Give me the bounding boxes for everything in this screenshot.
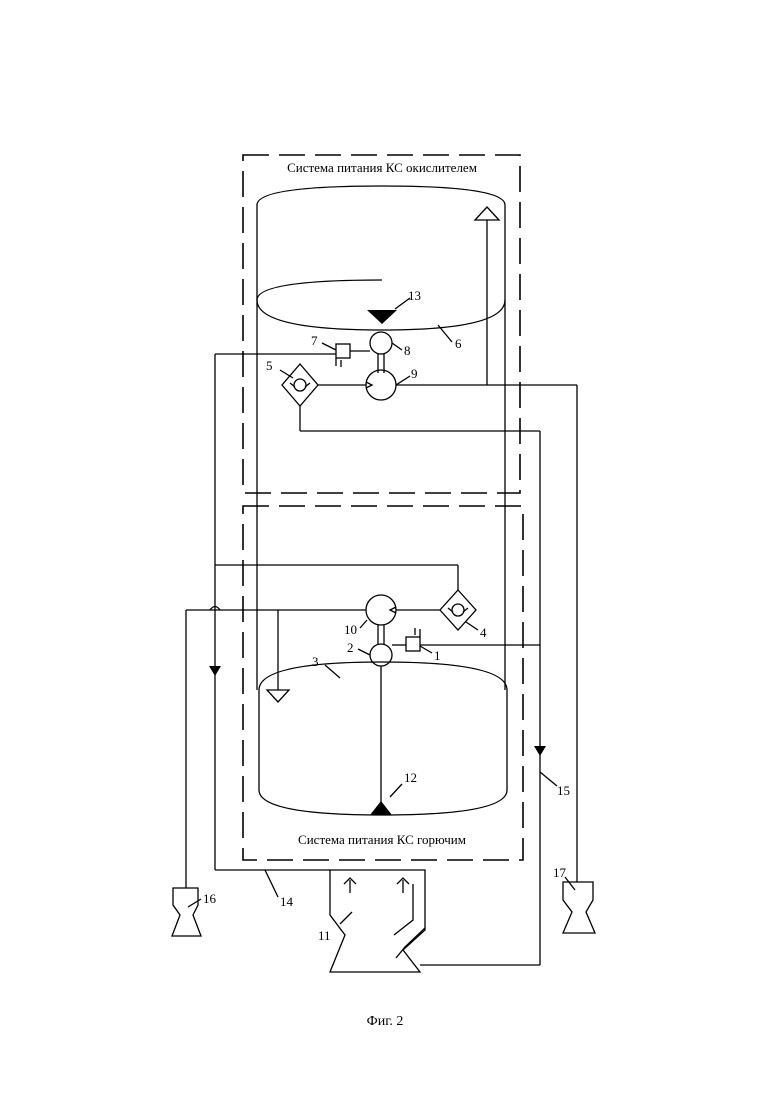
fuel-vent-arrow [267,690,289,702]
oxidizer-tank-lower-dome [257,280,382,300]
label-2: 2 [347,640,354,655]
label-13: 13 [408,288,421,303]
label-15: 15 [557,783,570,798]
label-7: 7 [311,333,318,348]
fuel-outlet-valve-12 [370,801,392,815]
oxidizer-outlet-valve-13 [367,310,397,324]
fuel-booster-pump-2 [370,644,392,666]
label-5: 5 [266,358,273,373]
fuel-tank [259,662,507,815]
figure-caption: Фиг. 2 [367,1014,404,1029]
check-valve-line-15 [534,746,546,756]
oxidizer-system-title: Система питания КС окислителем [287,160,477,175]
label-3: 3 [312,654,319,669]
label-8: 8 [404,343,411,358]
label-1: 1 [434,648,441,663]
oxidizer-booster-pump-8 [370,332,392,354]
label-4: 4 [480,625,487,640]
oxidizer-vent-arrow [475,207,499,220]
label-12: 12 [404,770,417,785]
fuel-system-title: Система питания КС горючим [298,832,466,847]
oxidizer-heat-exchanger-5 [282,364,318,406]
fuel-main-pump-10 [366,595,396,625]
label-11: 11 [318,928,331,943]
fuel-heat-exchanger-4 [440,590,476,630]
label-9: 9 [411,366,418,381]
steering-nozzle-16 [172,888,201,936]
check-valve-line-14 [209,666,221,676]
oxidizer-main-pump-9 [366,370,396,400]
label-6: 6 [455,336,462,351]
oxidizer-tank [257,186,505,330]
label-14: 14 [280,894,294,909]
label-10: 10 [344,622,357,637]
label-17: 17 [553,865,567,880]
steering-nozzle-17 [563,882,595,933]
oxidizer-turbine-7 [336,344,350,358]
fuel-turbine-1 [406,637,420,651]
oxidizer-system-boundary [243,155,520,493]
label-16: 16 [203,891,217,906]
